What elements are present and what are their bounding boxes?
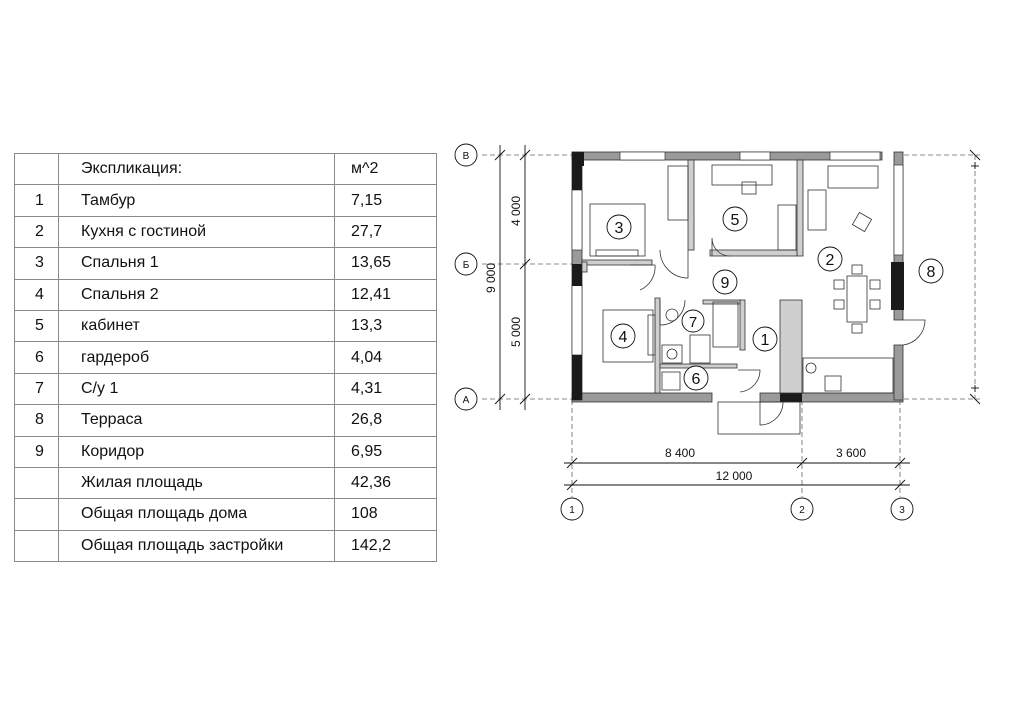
room-area-cell: 108 — [334, 498, 437, 531]
armchair — [851, 211, 873, 233]
dim-horizontal-left: 8 400 — [665, 446, 695, 460]
room-number-8: 8 — [927, 264, 936, 281]
room-labels: 1 2 3 4 5 6 7 8 9 — [606, 206, 944, 391]
room-name-cell: гардероб — [58, 341, 335, 374]
axis-label-3: 3 — [899, 505, 905, 516]
axis-bubble-2 — [790, 497, 814, 521]
room-number-cell: 4 — [14, 278, 59, 311]
room-name-cell: Спальня 1 — [58, 247, 335, 280]
interior-walls — [581, 159, 804, 394]
room-area-cell: 4,04 — [334, 341, 437, 374]
room-number-5: 5 — [731, 212, 740, 229]
axis-label-a: А — [463, 395, 470, 406]
armchair-sofa — [807, 189, 827, 231]
dim-vertical-top: 4 000 — [509, 196, 523, 226]
vertical-dimensions — [494, 145, 981, 410]
room-name-cell: Спальня 2 — [58, 278, 335, 311]
furniture — [589, 164, 894, 394]
room-area-cell: 12,41 — [334, 278, 437, 311]
room-area-cell: 6,95 — [334, 435, 437, 468]
kitchen-counter — [802, 357, 894, 394]
exterior-walls — [571, 151, 904, 403]
room-area-cell: 27,7 — [334, 215, 437, 249]
dim-horizontal-total: 12 000 — [716, 469, 753, 483]
washing-machine — [661, 371, 681, 391]
dining-table — [846, 275, 868, 323]
room-name-cell: Коридор — [58, 435, 335, 468]
bed-2 — [602, 309, 654, 363]
room-number-4: 4 — [619, 329, 628, 346]
room-name-cell: Кухня с гостиной — [58, 215, 335, 249]
room-number-6: 6 — [692, 371, 701, 388]
room-number-9: 9 — [721, 275, 730, 292]
axis-label-2: 2 — [799, 505, 805, 516]
stove — [824, 375, 842, 392]
room-name-cell: Жилая площадь — [58, 466, 335, 500]
axis-grid-lines — [482, 154, 980, 497]
axis-label-b: Б — [463, 260, 470, 271]
room-number-cell — [14, 466, 59, 500]
axis-bubble-1 — [560, 497, 584, 521]
room-area-cell: 13,3 — [334, 309, 437, 343]
dim-vertical-total: 9 000 — [484, 263, 498, 293]
axis-bubbles: В Б А 1 2 3 — [454, 143, 914, 521]
toilet — [665, 308, 679, 322]
room-number-7: 7 — [689, 314, 697, 331]
sofa — [827, 165, 879, 189]
dim-horizontal-right: 3 600 — [836, 446, 866, 460]
cabinet-sofa — [777, 204, 797, 251]
room-number-3: 3 — [615, 220, 624, 237]
room-name-cell: кабинет — [58, 309, 335, 343]
room-number-cell: 9 — [14, 435, 59, 468]
room-number-cell: 1 — [14, 184, 59, 217]
room-area-cell: 4,31 — [334, 372, 437, 406]
axis-bubble-3 — [890, 497, 914, 521]
axis-bubble-v — [454, 143, 478, 167]
wall-columns — [572, 152, 904, 402]
axis-label-1: 1 — [569, 505, 575, 516]
room-name-cell: Общая площадь дома — [58, 498, 335, 531]
horizontal-dimensions — [564, 457, 910, 491]
entrance-porch — [717, 401, 801, 435]
axis-label-v: В — [463, 151, 470, 162]
axis-bubble-a — [454, 387, 478, 411]
room-area-cell: 142,2 — [334, 529, 437, 563]
dim-vertical-bottom: 5 000 — [509, 317, 523, 347]
shower — [712, 301, 739, 348]
room-number-2: 2 — [826, 252, 835, 269]
room-number-1: 1 — [761, 332, 770, 349]
room-name-cell: С/у 1 — [58, 372, 335, 406]
room-area-cell: 26,8 — [334, 404, 437, 437]
sink — [661, 344, 683, 364]
axis-bubble-b — [454, 252, 478, 276]
room-name-cell: Общая площадь застройки — [58, 529, 335, 563]
wardrobe-bedroom-1 — [667, 165, 689, 221]
office-chair — [741, 181, 757, 195]
room-area-cell: 7,15 — [334, 184, 437, 217]
